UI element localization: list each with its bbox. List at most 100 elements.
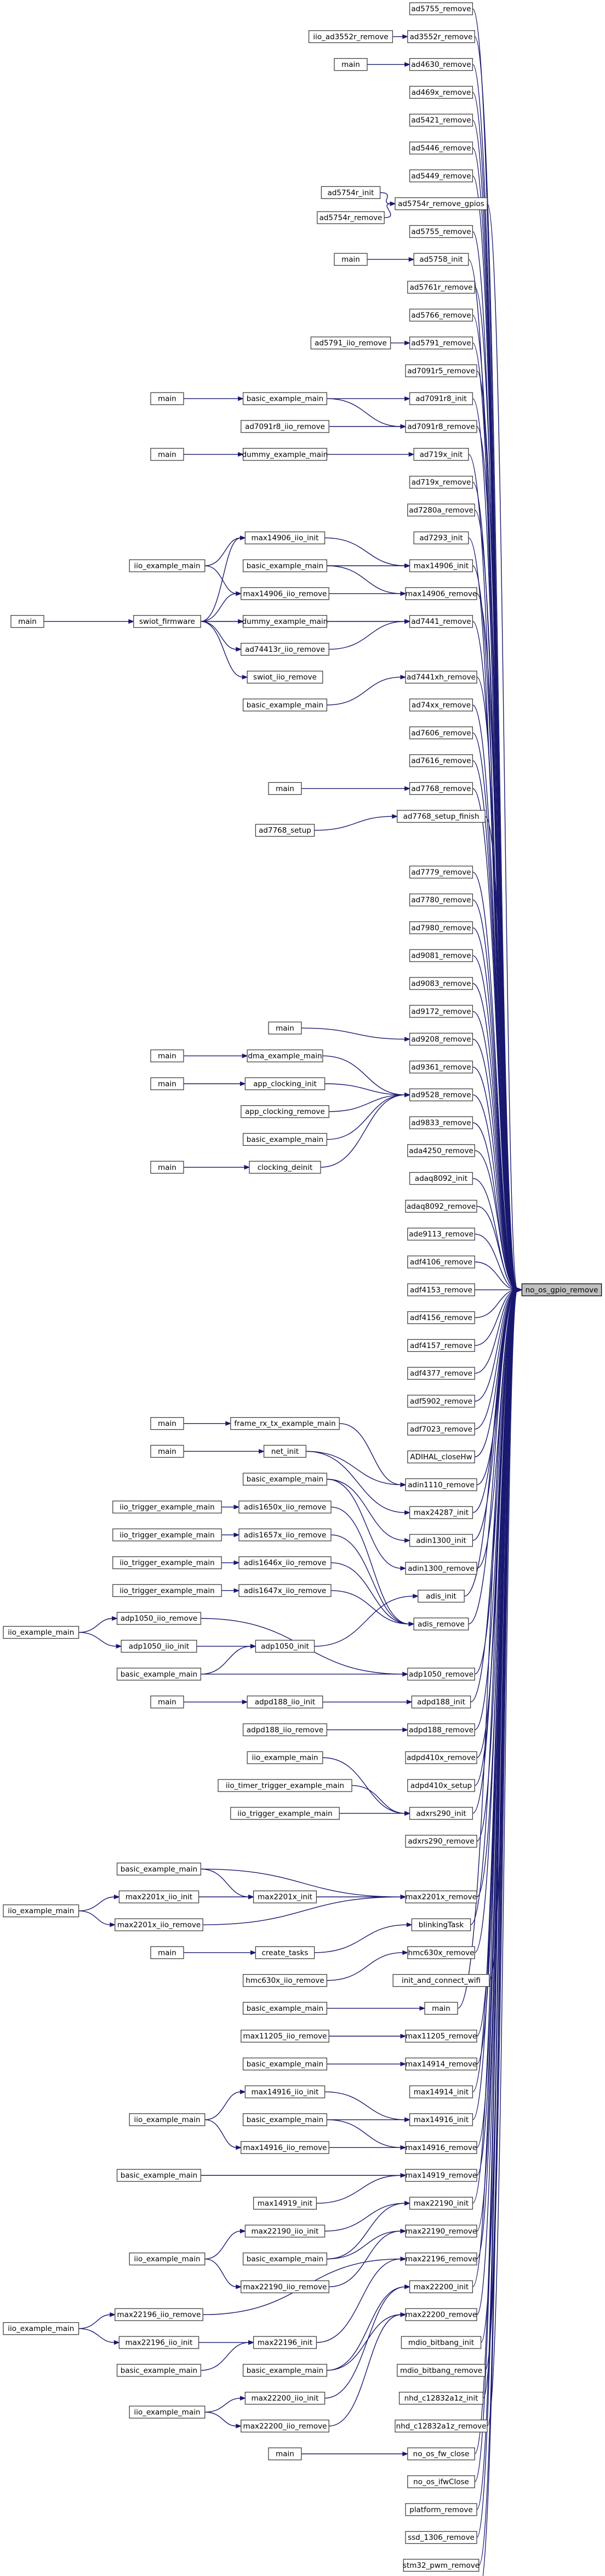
graph-node[interactable]: ad7606_remove [409, 726, 473, 740]
graph-node[interactable]: init_and_connect_wifi [392, 1974, 490, 1987]
graph-node[interactable]: main [268, 2447, 302, 2460]
graph-node[interactable]: main [424, 2001, 458, 2015]
graph-node[interactable]: clocking_deinit [249, 1161, 321, 1174]
graph-node[interactable]: adf4157_remove [407, 1339, 475, 1352]
graph-node[interactable]: iio_example_main [129, 2252, 206, 2266]
graph-node[interactable]: iio_trigger_example_main [112, 1500, 222, 1514]
graph-node[interactable]: ad7091r8_iio_remove [241, 420, 329, 433]
graph-node[interactable]: iio_example_main [3, 2322, 79, 2335]
graph-node[interactable]: max2201x_remove [405, 1890, 477, 1903]
graph-node[interactable]: adis1647x_iio_remove [238, 1584, 332, 1597]
graph-node[interactable]: adf5902_remove [407, 1395, 475, 1408]
graph-node[interactable]: max2201x_iio_remove [115, 1918, 203, 1931]
graph-node[interactable]: max14906_init [409, 559, 473, 572]
graph-node[interactable]: iio_example_main [3, 1904, 79, 1918]
graph-node[interactable]: max14916_iio_init [244, 2085, 326, 2099]
graph-node[interactable]: max22196_remove [405, 2252, 477, 2266]
graph-node[interactable]: ad74413r_iio_remove [241, 642, 329, 656]
graph-node[interactable]: main [268, 782, 302, 795]
graph-node[interactable]: ad719x_remove [409, 475, 473, 489]
graph-node[interactable]: max14916_init [409, 2113, 473, 2126]
graph-node[interactable]: max22200_init [409, 2280, 473, 2294]
graph-node[interactable]: ad5758_init [413, 253, 469, 266]
graph-node[interactable]: ad7441_remove [409, 615, 473, 628]
graph-node[interactable]: iio_timer_trigger_example_main [218, 1779, 352, 1792]
graph-node[interactable]: ad9208_remove [409, 1032, 473, 1046]
graph-node[interactable]: max22200_remove [405, 2308, 477, 2321]
graph-node[interactable]: ad7768_setup [255, 823, 315, 837]
graph-node[interactable]: adin1110_remove [405, 1478, 477, 1492]
graph-node[interactable]: max11205_iio_remove [241, 2029, 329, 2043]
graph-node[interactable]: ad9083_remove [409, 977, 473, 990]
graph-node[interactable]: app_clocking_init [244, 1077, 326, 1090]
target-node[interactable]: no_os_gpio_remove [521, 1283, 602, 1296]
graph-node[interactable]: ad7616_remove [409, 754, 473, 767]
graph-node[interactable]: nhd_c12832a1z_init [398, 2391, 484, 2405]
graph-node[interactable]: main [150, 1049, 184, 1062]
graph-node[interactable]: dma_example_main [247, 1049, 323, 1062]
graph-node[interactable]: hmc630x_iio_remove [242, 1974, 328, 1987]
graph-node[interactable]: ad9172_remove [409, 1005, 473, 1018]
graph-node[interactable]: main [150, 1161, 184, 1174]
graph-node[interactable]: max2201x_init [253, 1890, 317, 1903]
graph-node[interactable]: ad5791_remove [409, 336, 473, 350]
graph-node[interactable]: adis1657x_iio_remove [238, 1528, 332, 1542]
graph-node[interactable]: ad7768_setup_finish [397, 810, 486, 823]
graph-node[interactable]: ad9081_remove [409, 949, 473, 962]
graph-node[interactable]: adin1300_remove [405, 1562, 477, 1575]
graph-node[interactable]: ade9113_remove [407, 1227, 475, 1241]
graph-node[interactable]: adis_remove [413, 1617, 469, 1631]
graph-node[interactable]: ssd_1306_remove [405, 2530, 477, 2544]
graph-node[interactable]: mdio_bitbang_init [401, 2336, 482, 2349]
graph-node[interactable]: app_clocking_remove [241, 1105, 329, 1118]
graph-node[interactable]: swiot_iio_remove [247, 670, 323, 684]
graph-node[interactable]: ad5755_remove [409, 2, 473, 15]
graph-node[interactable]: iio_example_main [129, 559, 206, 572]
graph-node[interactable]: main [10, 615, 44, 628]
graph-node[interactable]: iio_example_main [129, 2113, 206, 2126]
graph-node[interactable]: ad7280a_remove [407, 503, 475, 517]
graph-node[interactable]: basic_example_main [242, 1472, 328, 1486]
graph-node[interactable]: main [268, 1021, 302, 1034]
graph-node[interactable]: adpd188_iio_remove [242, 1723, 328, 1737]
graph-node[interactable]: basic_example_main [116, 1862, 202, 1876]
graph-node[interactable]: blinkingTask [411, 1918, 471, 1931]
graph-node[interactable]: main [150, 448, 184, 461]
graph-node[interactable]: ad5754r_remove_gpios [395, 197, 488, 211]
graph-node[interactable]: ad7091r8_remove [405, 420, 477, 433]
graph-node[interactable]: max22200_iio_init [244, 2391, 326, 2405]
graph-node[interactable]: adp1050_init [255, 1640, 315, 1653]
graph-node[interactable]: mdio_bitbang_remove [397, 2364, 486, 2377]
graph-node[interactable]: ad9361_remove [409, 1060, 473, 1074]
graph-node[interactable]: iio_ad3552r_remove [308, 30, 393, 43]
graph-node[interactable]: ad5755_remove [409, 225, 473, 238]
graph-node[interactable]: max14919_init [253, 2197, 317, 2210]
graph-node[interactable]: max14914_remove [405, 2057, 477, 2071]
graph-node[interactable]: platform_remove [405, 2503, 477, 2516]
graph-node[interactable]: iio_trigger_example_main [112, 1584, 222, 1597]
graph-node[interactable]: adpd410x_setup [407, 1779, 475, 1792]
graph-node[interactable]: main [150, 1946, 184, 1959]
graph-node[interactable]: max2201x_iio_init [118, 1890, 199, 1903]
graph-node[interactable]: iio_trigger_example_main [112, 1556, 222, 1570]
graph-node[interactable]: basic_example_main [242, 2364, 328, 2377]
graph-node[interactable]: iio_example_main [3, 1625, 79, 1639]
graph-node[interactable]: dummy_example_main [242, 448, 328, 461]
graph-node[interactable]: main [150, 1417, 184, 1430]
graph-node[interactable]: max24287_init [409, 1506, 473, 1519]
graph-node[interactable]: iio_trigger_example_main [112, 1528, 222, 1542]
graph-node[interactable]: basic_example_main [116, 2364, 202, 2377]
graph-node[interactable]: max22190_iio_remove [241, 2280, 329, 2294]
graph-node[interactable]: adis_init [418, 1589, 465, 1603]
graph-node[interactable]: ad9833_remove [409, 1116, 473, 1129]
graph-node[interactable]: max14916_iio_remove [241, 2141, 329, 2154]
graph-node[interactable]: no_os_fw_close [407, 2447, 475, 2460]
graph-node[interactable]: main [334, 253, 368, 266]
graph-node[interactable]: ad7768_remove [409, 782, 473, 795]
graph-node[interactable]: adf4153_remove [407, 1283, 475, 1296]
graph-node[interactable]: ADIHAL_closeHw [407, 1450, 475, 1464]
graph-node[interactable]: adpd188_iio_init [247, 1695, 323, 1709]
graph-node[interactable]: ad7091r5_remove [405, 364, 477, 378]
graph-node[interactable]: ad719x_init [413, 448, 469, 461]
graph-node[interactable]: adaq8092_init [409, 1172, 473, 1185]
